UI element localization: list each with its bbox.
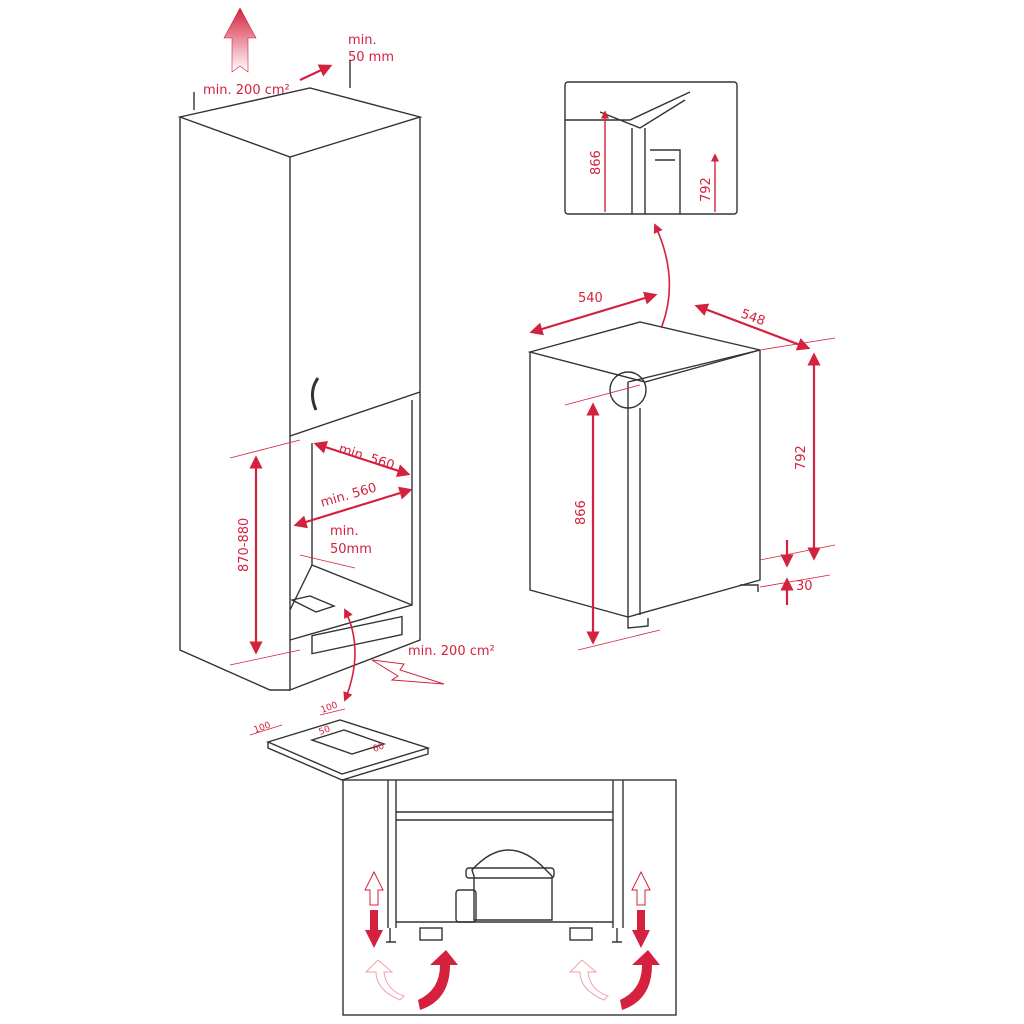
niche-height-label: 870-880 [237,518,252,572]
height-866-label: 866 [574,500,589,525]
appliance-dimensions [529,291,836,651]
rear-gap-label-1: min. [330,524,359,539]
foot-30-label: 30 [796,579,813,594]
plate-dim-c: 50 [318,724,332,737]
bottom-vent-label: min. 200 cm² [408,644,495,659]
depth-548-label: 548 [739,307,767,330]
kitchen-cabinet [177,60,423,692]
fridge-appliance [527,321,761,629]
width-540-label: 540 [578,291,603,306]
plate-dim-d: 60 [372,741,386,754]
top-gap-label-1: min. [348,33,377,48]
hinge-detail-inset [564,81,738,367]
plate-dim-b: 100 [320,700,340,715]
vent-plate [249,708,431,781]
niche-width-label-2: min. 560 [319,481,378,511]
airflow-arrows-icon [364,870,660,1010]
top-vent-arrow-icon [223,7,257,73]
airflow-detail [342,779,677,1016]
height-792-label: 792 [794,445,809,470]
top-vent-label: min. 200 cm² [203,83,290,98]
cabinet-dimensions [229,64,413,702]
plate-dim-a: 100 [253,720,273,735]
top-gap-label-2: 50 mm [348,50,394,65]
detail-height-866: 866 [589,150,604,175]
detail-height-792: 792 [699,177,714,202]
rear-gap-label-2: 50mm [330,542,372,557]
niche-width-label-1: min. 560 [337,442,396,474]
bottom-vent-arrow-icon [371,659,445,685]
